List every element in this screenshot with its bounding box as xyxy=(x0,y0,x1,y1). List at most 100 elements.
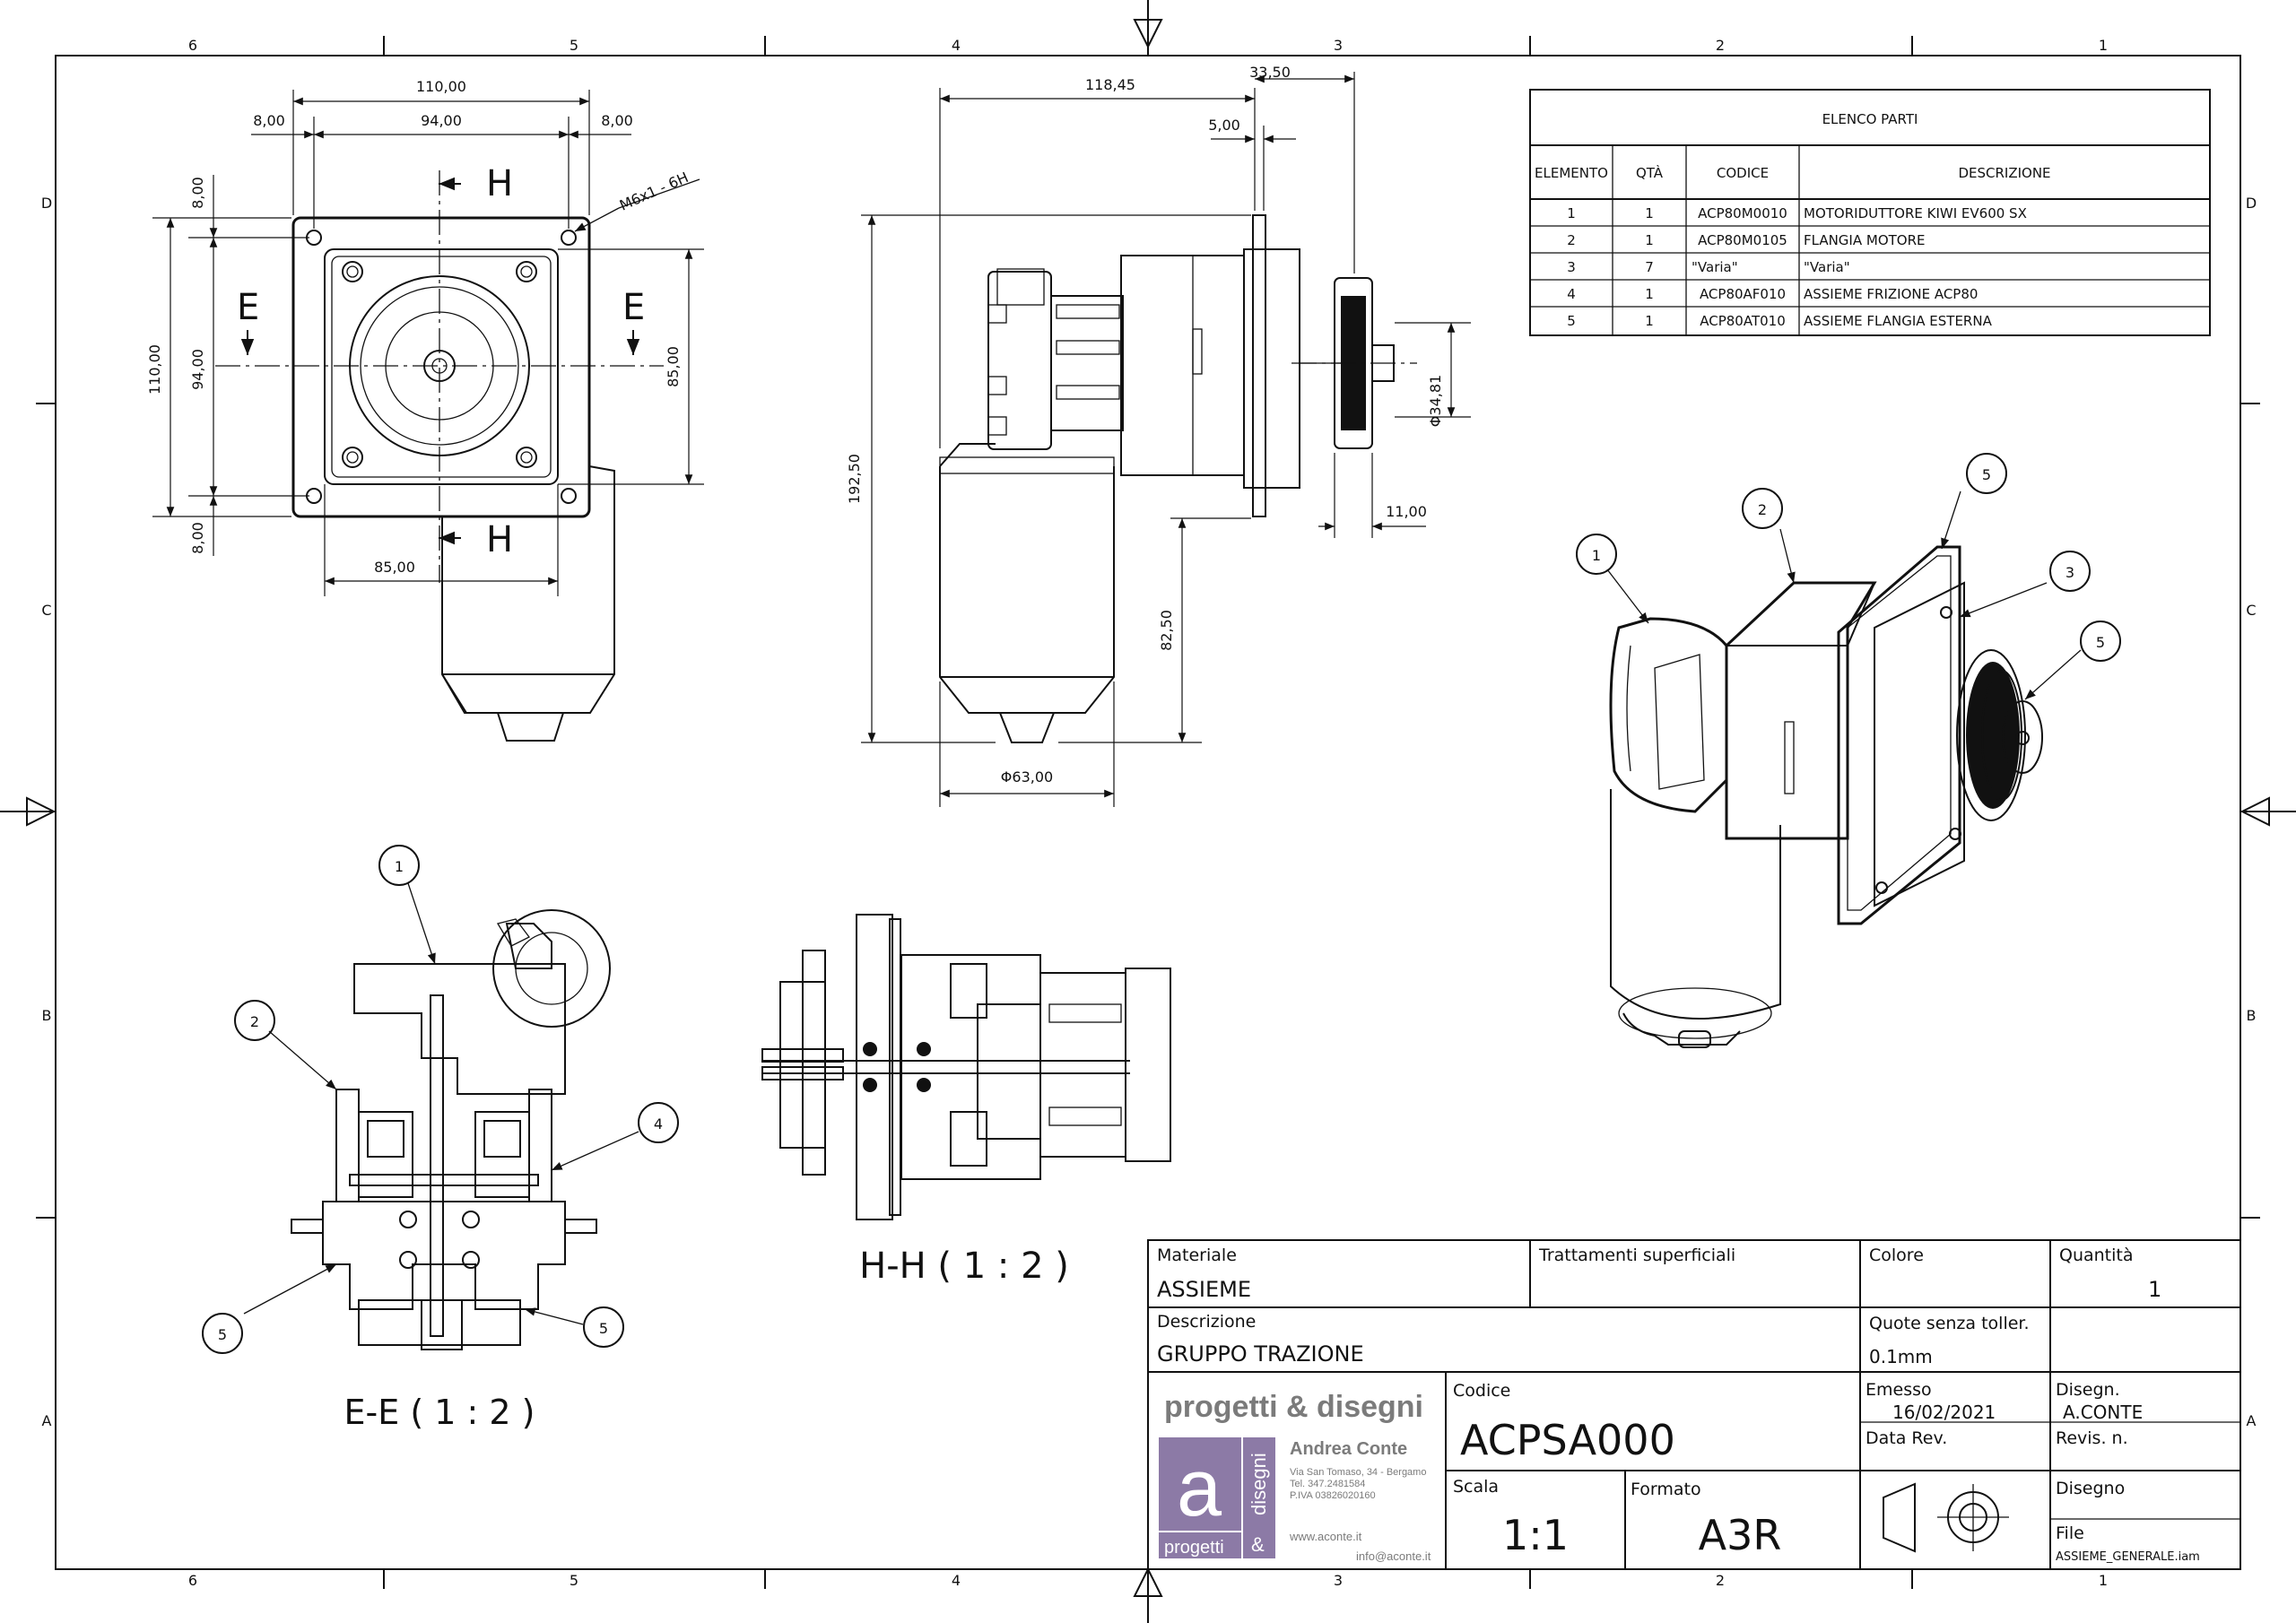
col-label: 1 xyxy=(2099,37,2108,54)
parts-cell: ASSIEME FLANGIA ESTERNA xyxy=(1804,313,1993,329)
parts-cell: "Varia" xyxy=(1804,259,1850,275)
projection-symbol xyxy=(1883,1482,1916,1553)
front-view: H H E E M6x1 - 6H 110,00 94,00 8,00 8,00… xyxy=(146,78,704,742)
parts-cell: 1 xyxy=(1567,205,1576,221)
materiale-label: Materiale xyxy=(1157,1245,1237,1265)
materiale-value: ASSIEME xyxy=(1157,1277,1251,1302)
disegn-label: Disegn. xyxy=(2056,1380,2120,1400)
col-label: 2 xyxy=(1716,37,1725,54)
section-h-marker-top: H xyxy=(486,163,513,204)
balloon-ee-1: 1 xyxy=(395,858,404,875)
col-label: 1 xyxy=(2099,1572,2108,1589)
balloon-ee-5a: 5 xyxy=(218,1326,227,1343)
parts-cell: "Varia" xyxy=(1692,259,1738,275)
balloon-iso-5a: 5 xyxy=(1982,466,1991,483)
emesso-value: 16/02/2021 xyxy=(1892,1402,1996,1423)
col-label: 4 xyxy=(952,37,961,54)
codice-label: Codice xyxy=(1453,1381,1510,1401)
dim-right-offset: 8,00 xyxy=(601,112,633,129)
parts-cell: 1 xyxy=(1645,205,1654,221)
title-block: Materiale ASSIEME Trattamenti superficia… xyxy=(1147,1239,2241,1570)
dim-left-offset: 8,00 xyxy=(253,112,285,129)
balloon-ee-4: 4 xyxy=(654,1115,663,1133)
company-name: progetti & disegni xyxy=(1164,1390,1423,1424)
dim-bottom-width: 85,00 xyxy=(374,559,415,576)
emesso-label: Emesso xyxy=(1866,1380,1932,1400)
data-rev-label: Data Rev. xyxy=(1866,1428,1947,1448)
section-e-marker-right: E xyxy=(622,287,645,328)
dim-height-total: 110,00 xyxy=(146,344,163,395)
thread-callout: M6x1 - 6H xyxy=(617,169,691,214)
quote-label: Quote senza toller. xyxy=(1869,1314,2030,1333)
row-label: D xyxy=(41,195,52,212)
dim-height-total: 192,50 xyxy=(846,454,863,504)
col-label: 6 xyxy=(188,37,197,54)
section-h-h: H-H ( 1 : 2 ) xyxy=(761,914,1171,1287)
dim-top-offset: 8,00 xyxy=(189,177,206,209)
section-hh-title: H-H ( 1 : 2 ) xyxy=(859,1245,1069,1287)
parts-cell: MOTORIDUTTORE KIWI EV600 SX xyxy=(1804,205,2027,221)
dim-length: 118,45 xyxy=(1085,76,1135,93)
dim-pulley-diameter: Φ34,81 xyxy=(1427,375,1444,427)
dim-flange-thickness: 5,00 xyxy=(1208,117,1240,134)
dim-right-height: 85,00 xyxy=(665,346,682,387)
dim-width-holes: 94,00 xyxy=(421,112,462,129)
parts-cell: 1 xyxy=(1645,232,1654,248)
parts-cell: ASSIEME FRIZIONE ACP80 xyxy=(1804,286,1978,302)
dim-bottom-offset: 8,00 xyxy=(189,522,206,554)
row-label: C xyxy=(2246,602,2256,619)
company-phone: Tel. 347.2481584 xyxy=(1290,1479,1365,1489)
revis-label: Revis. n. xyxy=(2056,1428,2128,1448)
quantita-label: Quantità xyxy=(2059,1245,2134,1265)
scala-value: 1:1 xyxy=(1502,1511,1569,1559)
section-e-marker-left: E xyxy=(237,287,259,328)
balloon-iso-2: 2 xyxy=(1758,501,1767,518)
balloon-ee-2: 2 xyxy=(250,1013,259,1030)
parts-cell: ACP80M0010 xyxy=(1698,205,1787,221)
balloon-iso-3: 3 xyxy=(2066,564,2074,581)
section-ee-title: E-E ( 1 : 2 ) xyxy=(344,1393,535,1432)
parts-cell: 1 xyxy=(1645,313,1654,329)
col-label: 3 xyxy=(1334,37,1343,54)
parts-list-header: ELEMENTO xyxy=(1535,165,1608,181)
company-logo-block: progetti & disegni a progetti disegni & … xyxy=(1159,1390,1431,1563)
company-web: www.aconte.it xyxy=(1289,1530,1362,1543)
company-piva: P.IVA 03826020160 xyxy=(1290,1490,1376,1501)
dim-height-holes: 94,00 xyxy=(189,349,206,390)
side-view: 118,45 33,50 5,00 192,50 Φ34,81 11,00 82… xyxy=(846,64,1471,807)
parts-cell: 3 xyxy=(1567,259,1576,275)
parts-cell: ACP80M0105 xyxy=(1698,232,1787,248)
parts-cell: 1 xyxy=(1645,286,1654,302)
dim-width-total: 110,00 xyxy=(416,78,466,95)
company-address: Via San Tomaso, 34 - Bergamo xyxy=(1290,1467,1426,1478)
col-label: 6 xyxy=(188,1572,197,1589)
company-logo-amp: & xyxy=(1251,1533,1265,1556)
trattamenti-label: Trattamenti superficiali xyxy=(1538,1245,1735,1265)
parts-cell: 5 xyxy=(1567,313,1576,329)
balloon-iso-1: 1 xyxy=(1592,547,1601,564)
row-label: A xyxy=(42,1412,52,1429)
row-label: A xyxy=(2247,1412,2257,1429)
file-label: File xyxy=(2056,1523,2084,1543)
disegno-label: Disegno xyxy=(2056,1479,2125,1498)
parts-cell: ACP80AF010 xyxy=(1700,286,1786,302)
parts-list-header: CODICE xyxy=(1717,165,1769,181)
disegn-value: A.CONTE xyxy=(2063,1402,2143,1423)
isometric-view: 1 2 3 5 5 xyxy=(1576,453,2121,1048)
row-label: B xyxy=(42,1007,52,1024)
quote-value: 0.1mm xyxy=(1869,1346,1933,1367)
parts-cell: 2 xyxy=(1567,232,1576,248)
parts-cell: 4 xyxy=(1567,286,1576,302)
frame-zone-labels: 6 5 4 3 2 1 6 5 4 3 2 1 D C B A D C B A xyxy=(41,37,2257,1589)
parts-cell: 7 xyxy=(1645,259,1654,275)
dim-pulley-width: 11,00 xyxy=(1386,503,1427,520)
descrizione-value: GRUPPO TRAZIONE xyxy=(1157,1341,1364,1367)
scala-label: Scala xyxy=(1453,1477,1499,1497)
company-logo-letter: a xyxy=(1177,1444,1222,1533)
row-label: C xyxy=(41,602,51,619)
formato-label: Formato xyxy=(1631,1480,1701,1499)
parts-list-header: DESCRIZIONE xyxy=(1958,165,2050,181)
company-person: Andrea Conte xyxy=(1290,1439,1407,1459)
codice-value: ACPSA000 xyxy=(1460,1416,1675,1464)
